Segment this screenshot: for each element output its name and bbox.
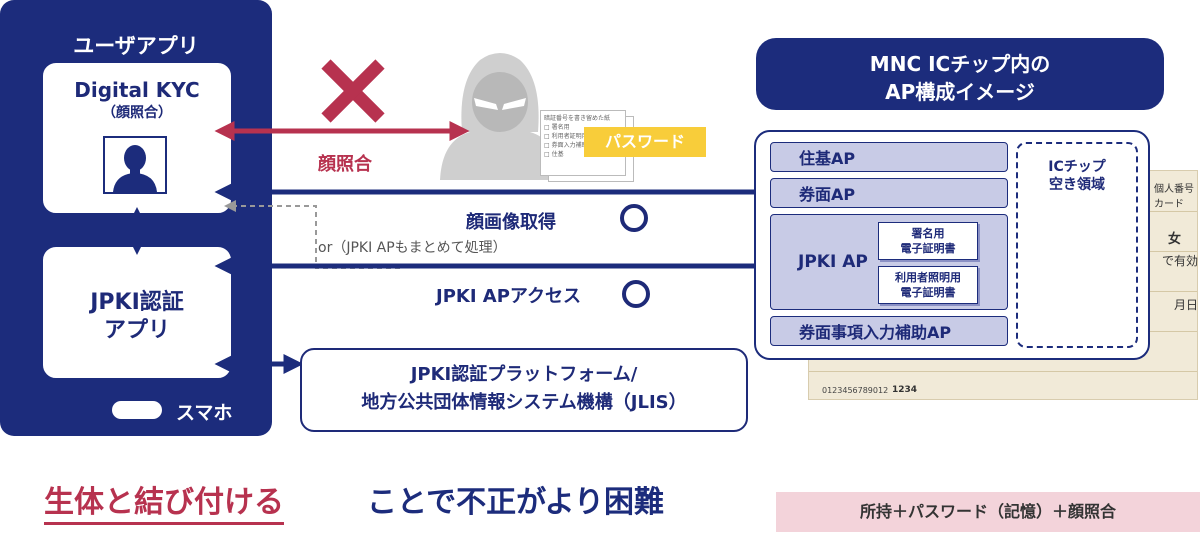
face-match-label: 顔照合 bbox=[318, 154, 372, 175]
card-number: 0123456789012 bbox=[822, 386, 889, 395]
card-text: 月日 bbox=[1174, 298, 1199, 312]
signature-cert: 署名用 電子証明書 bbox=[878, 222, 978, 260]
formula-text: 所持＋パスワード（記憶）＋顔照合 bbox=[859, 502, 1116, 521]
face-photo-frame bbox=[103, 136, 167, 194]
device-label: スマホ bbox=[176, 402, 233, 424]
memo-line: □ 住基 bbox=[544, 151, 564, 158]
free-chip-area bbox=[1016, 142, 1138, 348]
bottom-highlight-text: 生体と結び付ける bbox=[44, 484, 284, 525]
memo-line: □ 署名用 bbox=[544, 124, 570, 131]
mnc-title-box bbox=[756, 38, 1164, 110]
or-note: or（JPKI APもまとめて処理） bbox=[318, 240, 507, 256]
memo-line: □ 利用者証明用 bbox=[544, 133, 588, 140]
bottom-message-text: ことで不正がより困難 bbox=[367, 485, 664, 520]
free-area-label-1: ICチップ bbox=[1048, 159, 1106, 175]
memo-line: 暗証番号を書き留めた紙 bbox=[544, 115, 611, 122]
ok-circle-icon bbox=[620, 204, 648, 232]
ap-label: 住基AP bbox=[799, 149, 856, 168]
card-text: カード bbox=[1154, 199, 1184, 210]
home-button-icon bbox=[112, 401, 162, 419]
person-icon bbox=[113, 145, 157, 192]
jpki-auth-app-label-1: JPKI認証 bbox=[90, 290, 184, 315]
memo-line: □ 券面入力補助用 bbox=[544, 142, 594, 149]
card-text: で有効 bbox=[1162, 254, 1199, 268]
ok-circle-icon bbox=[622, 280, 650, 308]
free-area-label-2: 空き領域 bbox=[1049, 177, 1105, 193]
user-app-title: ユーザアプリ bbox=[73, 34, 199, 58]
card-text: 個人番号 bbox=[1154, 184, 1194, 195]
card-number: 1234 bbox=[892, 385, 918, 395]
ap-label: 券面AP bbox=[799, 185, 856, 204]
jpki-access-label: JPKI APアクセス bbox=[436, 286, 582, 307]
jpki-platform-box bbox=[300, 348, 748, 432]
digital-kyc-title: Digital KYC bbox=[74, 78, 200, 102]
cert-label: 利用者照明用 bbox=[895, 271, 961, 284]
cross-icon bbox=[321, 59, 385, 123]
card-rule bbox=[809, 371, 1197, 372]
card-text-label: 個人番号カード bbox=[1154, 180, 1194, 210]
ap-input-assist: 券面事項入力補助AP bbox=[770, 316, 1008, 346]
ap-kenmen: 券面AP bbox=[770, 178, 1008, 208]
face-image-label: 顔画像取得 bbox=[466, 212, 556, 233]
cert-label: 電子証明書 bbox=[900, 286, 956, 299]
formula-box bbox=[776, 492, 1200, 532]
cert-label: 署名用 bbox=[911, 227, 945, 240]
mnc-title-line-1: MNC ICチップ内の bbox=[869, 52, 1051, 76]
or-dashed-arrow bbox=[224, 200, 400, 269]
platform-line-1: JPKI認証プラットフォーム/ bbox=[410, 364, 638, 385]
cert-label: 電子証明書 bbox=[900, 242, 956, 255]
digital-kyc-subtitle: （顔照合） bbox=[102, 105, 172, 121]
mnc-title-line-2: AP構成イメージ bbox=[885, 80, 1035, 104]
platform-line-2: 地方公共団体情報システム機構（JLIS） bbox=[361, 392, 687, 413]
ap-jpki-label: JPKI AP bbox=[798, 252, 868, 272]
ap-jyuki: 住基AP bbox=[770, 142, 1008, 172]
jpki-auth-app-label-2: アプリ bbox=[103, 318, 170, 343]
ap-label: 券面事項入力補助AP bbox=[799, 323, 952, 342]
password-badge: パスワード bbox=[584, 127, 706, 157]
card-text: 女 bbox=[1168, 232, 1182, 247]
hacker-icon bbox=[440, 53, 560, 180]
user-auth-cert: 利用者照明用 電子証明書 bbox=[878, 266, 978, 304]
